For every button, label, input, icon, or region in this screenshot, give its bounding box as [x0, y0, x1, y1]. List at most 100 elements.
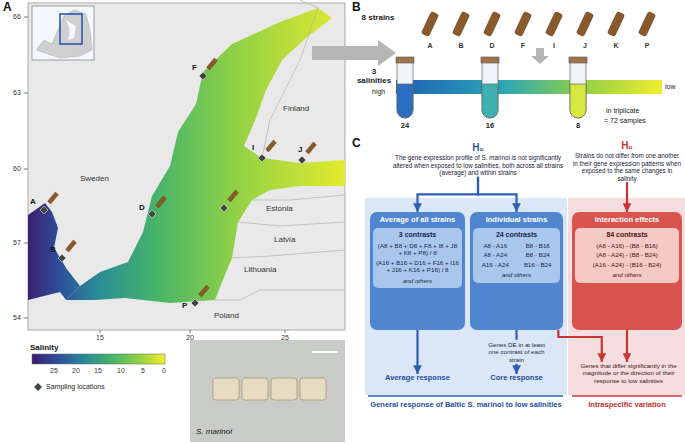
connector-arrow — [418, 177, 479, 212]
box-title: Interaction effects — [575, 215, 679, 228]
strain-letter: A — [427, 42, 432, 50]
site-letter: P — [182, 302, 187, 311]
contrast-formula: B8 - B24 — [519, 251, 558, 258]
sampling-diamond — [220, 204, 228, 212]
axis-ticks — [24, 243, 28, 244]
strain-letter: B — [458, 42, 463, 50]
country-border — [215, 0, 345, 300]
contrast-formula: (A8 - A16) - (B8 - B16) — [578, 242, 676, 249]
hypothesis-symbol: H₀ — [392, 142, 564, 153]
axis-tick-label: 57 — [13, 239, 21, 247]
axis-tick-label: 5 — [141, 367, 145, 375]
map-land — [28, 3, 345, 330]
site-letter: I — [252, 144, 254, 153]
diatom-photo — [190, 340, 345, 442]
strain-letter: D — [489, 42, 494, 50]
contrast-count: 3 contrasts — [376, 231, 459, 239]
inset-map — [32, 6, 94, 60]
country-border — [300, 0, 318, 8]
site-letter: D — [139, 204, 145, 213]
site-letter: B — [50, 246, 56, 255]
country-border — [215, 290, 345, 300]
axis-ticks — [190, 330, 191, 333]
country-label: Finland — [283, 105, 309, 114]
axis-tick-label: 63 — [13, 89, 21, 97]
box-title: Individual strains — [473, 215, 560, 228]
country-border — [262, 8, 318, 158]
salinity-gradient-bar — [396, 80, 662, 94]
contrast-formula: A8 - A24 — [476, 251, 515, 258]
box-title: Average of all strains — [373, 215, 462, 228]
strain-letter: K — [613, 42, 618, 50]
contrast-formula: (A16 - A24) - (B16 - B24) — [578, 261, 676, 268]
contrast-box: Interaction effects 84 contrasts (A8 - A16… — [572, 212, 682, 330]
strain-tubes — [421, 11, 438, 36]
contrast-formula: B16 - B24 — [519, 261, 558, 268]
panel-letter: A — [3, 1, 12, 14]
culture-tube — [482, 84, 498, 118]
text-node: Genes that differ significantly in the m… — [575, 362, 682, 384]
hypothesis-symbol: H₀ — [572, 140, 682, 151]
hypothesis-text: The gene expression profile of S. marino… — [392, 154, 564, 177]
diatom-photo — [271, 378, 297, 400]
contrast-formula: B8 - B16 — [519, 242, 558, 249]
axis-tick-label: 20 — [72, 367, 80, 375]
sampling-diamond — [199, 72, 207, 80]
country-border — [232, 250, 345, 258]
strain-tubes — [576, 11, 593, 36]
tube-icon — [266, 140, 277, 152]
axis-tick-label: 60 — [13, 165, 21, 173]
culture-tube — [481, 57, 499, 63]
strain-tubes — [452, 11, 469, 36]
salinity-colorbar — [32, 354, 165, 364]
result-label: Core response — [470, 374, 563, 383]
culture-tube — [397, 62, 413, 118]
axis-tick-label: 54 — [13, 314, 21, 322]
diatom-photo — [300, 378, 326, 400]
small-note: = 72 samples — [604, 117, 646, 125]
axis-ticks — [24, 169, 28, 170]
flow-arrow — [312, 40, 549, 66]
map-sea — [66, 8, 345, 303]
salinity-value: 8 — [576, 122, 580, 130]
legend-diamond — [34, 383, 42, 391]
inset-map — [32, 6, 94, 60]
salinity-value: 24 — [401, 122, 409, 130]
sampling-diamond — [191, 299, 199, 307]
panel-letter: C — [352, 137, 361, 150]
sampling-diamond — [298, 156, 306, 164]
small-note: in triplicate — [606, 107, 639, 115]
rule-line — [368, 395, 563, 397]
tube-icon — [228, 190, 239, 202]
culture-tube — [569, 57, 587, 63]
sampling-diamond — [258, 154, 266, 162]
contrast-more: and others — [376, 277, 459, 284]
contrast-formula: A8 - A16 — [476, 242, 515, 249]
sampling-diamond — [40, 72, 306, 307]
text-node: Intraspecific variation — [572, 401, 682, 410]
text-node: Core response — [470, 374, 563, 383]
flow-arrow — [312, 40, 396, 66]
site-letter: J — [298, 146, 302, 155]
hypothesis-block: H₀The gene expression profile of S. mari… — [392, 142, 564, 177]
culture-tube — [396, 57, 414, 63]
inset-map — [60, 14, 82, 44]
axis-tick-label: 0 — [162, 367, 166, 375]
connector-arrow — [626, 330, 628, 362]
small-note: low — [665, 83, 676, 91]
contrast-count: 84 contrasts — [578, 231, 676, 239]
tube-icon — [48, 58, 317, 297]
salinity-value: 16 — [486, 122, 494, 130]
panel-letter: B — [352, 1, 361, 14]
contrast-grid: (A8 - A16) - (B8 - B16)(A8 - A24) - (B8 … — [578, 242, 676, 268]
result-label: Average response — [370, 374, 465, 383]
sampling-diamond — [148, 210, 156, 218]
text-node: General response of Baltic S. marinoi to… — [365, 401, 567, 410]
culture-tube — [570, 62, 586, 118]
strain-tubes — [638, 11, 655, 36]
box-inner: 84 contrasts (A8 - A16) - (B8 - B16)(A8 -… — [575, 228, 679, 283]
country-border — [252, 195, 345, 200]
site-letter: A — [30, 198, 36, 207]
salinity-gradient-bar — [396, 80, 662, 94]
country-label: Poland — [214, 312, 239, 321]
